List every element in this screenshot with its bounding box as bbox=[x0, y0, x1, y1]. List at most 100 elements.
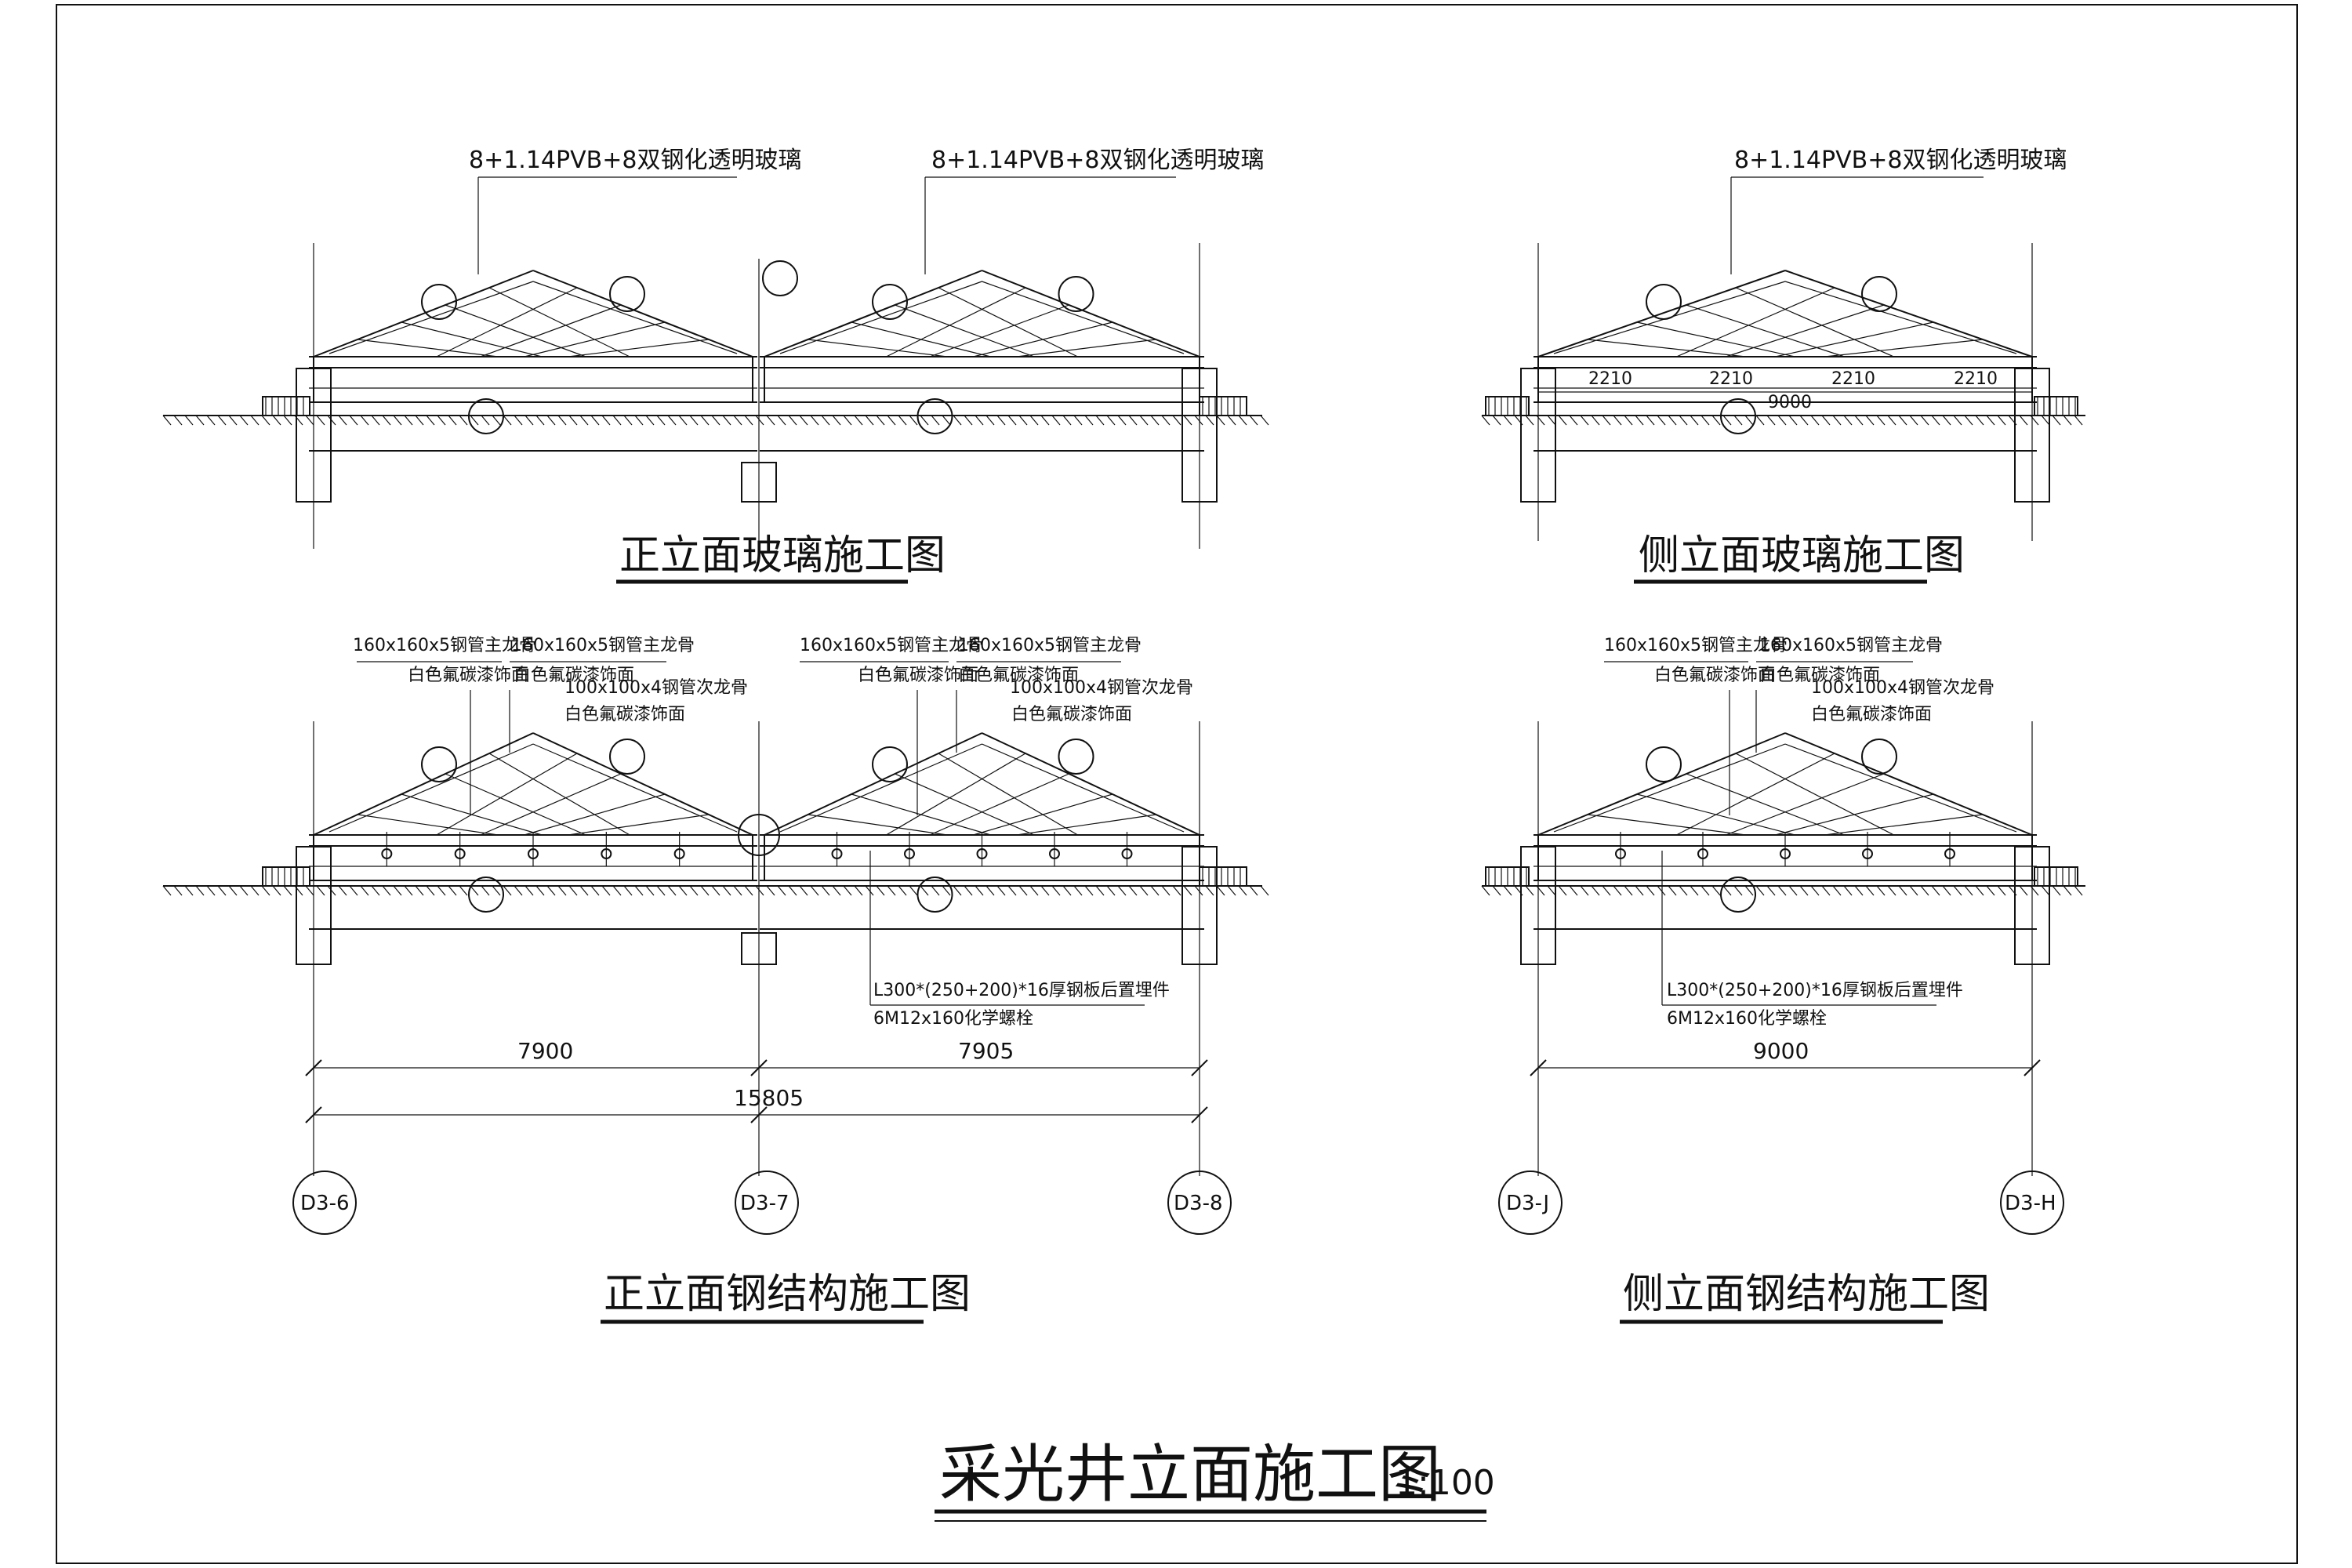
ground-hatch bbox=[503, 885, 512, 896]
ground-hatch bbox=[1887, 885, 1896, 896]
ground-hatch bbox=[557, 415, 567, 426]
ground-hatch bbox=[1051, 885, 1061, 896]
side-steel-note-2: 白色氟碳漆饰面 bbox=[1654, 666, 1775, 685]
ground-hatch bbox=[744, 885, 753, 896]
bracing bbox=[488, 287, 630, 358]
ground-hatch bbox=[1492, 885, 1501, 896]
roof-slope-inner bbox=[328, 743, 534, 833]
ground-hatch bbox=[1975, 415, 1984, 426]
ground-hatch bbox=[1007, 415, 1017, 426]
roof-slope bbox=[313, 732, 534, 836]
ground-hatch bbox=[1646, 415, 1655, 426]
ground-hatch bbox=[1909, 885, 1918, 896]
ground-hatch bbox=[1755, 885, 1765, 896]
ground-hatch bbox=[2052, 415, 2061, 426]
ground-hatch bbox=[524, 885, 534, 896]
bracing bbox=[1726, 773, 1885, 836]
grid-axis-bubble bbox=[1498, 1171, 1563, 1235]
ground-hatch bbox=[1128, 415, 1138, 426]
ground-hatch bbox=[437, 885, 446, 896]
callout-bubble bbox=[468, 877, 504, 913]
ground-hatch bbox=[1591, 885, 1600, 896]
ground-hatch bbox=[217, 885, 227, 896]
ground-hatch bbox=[1117, 885, 1127, 896]
side-steel-note-4: 白色氟碳漆饰面 bbox=[1759, 666, 1880, 685]
dimension-tick bbox=[1191, 1106, 1208, 1123]
ground-hatch bbox=[909, 415, 918, 426]
dimension-tick bbox=[750, 1106, 768, 1123]
bracing bbox=[1735, 287, 1894, 358]
ground-hatch bbox=[1018, 885, 1028, 896]
ground-hatch bbox=[1898, 885, 1907, 896]
ground-hatch bbox=[1084, 885, 1094, 896]
ground-hatch bbox=[338, 885, 347, 896]
ground-hatch bbox=[1613, 885, 1622, 896]
bracing bbox=[808, 339, 948, 358]
side-glass-dim-3: 2210 bbox=[1831, 369, 1875, 389]
ground-hatch bbox=[799, 885, 808, 896]
ground-hatch bbox=[1624, 415, 1633, 426]
ground-hatch bbox=[777, 415, 786, 426]
ground-hatch bbox=[382, 415, 391, 426]
front-glass-label-1: 8+1.14PVB+8双钢化透明玻璃 bbox=[469, 147, 801, 174]
ground-hatch bbox=[678, 885, 688, 896]
side-glass-label: 8+1.14PVB+8双钢化透明玻璃 bbox=[1734, 147, 2067, 174]
bracing bbox=[1587, 814, 1746, 836]
drawing-scale: 1:100 bbox=[1396, 1463, 1495, 1503]
bracing bbox=[1824, 814, 1984, 836]
bracing bbox=[568, 814, 710, 836]
ground-hatch bbox=[898, 415, 907, 426]
ground-hatch bbox=[843, 415, 852, 426]
callout-bubble bbox=[1861, 276, 1897, 312]
ground-hatch bbox=[206, 415, 216, 426]
ground-hatch bbox=[1018, 415, 1028, 426]
ground-hatch bbox=[371, 885, 380, 896]
ground-hatch bbox=[1139, 415, 1149, 426]
ground-hatch bbox=[162, 415, 172, 426]
ground-hatch bbox=[1997, 415, 2006, 426]
ground-hatch bbox=[931, 415, 940, 426]
ground-hatch bbox=[1040, 885, 1050, 896]
ground-hatch bbox=[1898, 415, 1907, 426]
ground-hatch bbox=[612, 415, 622, 426]
ground-hatch bbox=[700, 415, 710, 426]
ground-hatch bbox=[667, 885, 677, 896]
ground-hatch bbox=[1161, 415, 1171, 426]
ground-hatch bbox=[1865, 415, 1875, 426]
ground-hatch bbox=[590, 885, 600, 896]
ground-hatch bbox=[1062, 885, 1072, 896]
bolt-symbol bbox=[1697, 848, 1708, 859]
bolt-symbol bbox=[1121, 848, 1133, 859]
dimension-tick bbox=[305, 1059, 322, 1076]
ground-hatch bbox=[1975, 885, 1984, 896]
ground-hatch bbox=[1997, 885, 2006, 896]
ground-hatch bbox=[272, 415, 281, 426]
ground-hatch bbox=[1690, 885, 1699, 896]
roof-slope-inner bbox=[532, 281, 738, 354]
front-steel-note-l4: 白色氟碳漆饰面 bbox=[514, 666, 634, 685]
bolt-symbol bbox=[601, 848, 612, 859]
ground-hatch bbox=[568, 415, 578, 426]
ground-hatch bbox=[1128, 885, 1138, 896]
ground-hatch bbox=[1953, 415, 1962, 426]
roof-slope-inner bbox=[779, 743, 982, 833]
ground-hatch bbox=[1183, 885, 1192, 896]
front-steel-note-r3: 160x160x5钢管主龙骨 bbox=[958, 636, 1142, 655]
callout-bubble bbox=[916, 877, 953, 913]
ground-hatch bbox=[788, 885, 797, 896]
callout-bubble bbox=[609, 739, 645, 775]
dimension-tick bbox=[1530, 1059, 1547, 1076]
ground-hatch bbox=[283, 415, 292, 426]
ground-hatch bbox=[1810, 415, 1820, 426]
ground-hatch bbox=[1084, 415, 1094, 426]
roof-slope bbox=[982, 732, 1200, 836]
bracing bbox=[895, 304, 1035, 358]
ground-hatch bbox=[821, 415, 830, 426]
ground-hatch bbox=[1547, 885, 1556, 896]
front-steel-dim-1: 7900 bbox=[517, 1038, 573, 1064]
bolt-symbol bbox=[904, 848, 915, 859]
ground-hatch bbox=[470, 885, 479, 896]
bolt-symbol bbox=[976, 848, 988, 859]
ground-hatch bbox=[2063, 885, 2072, 896]
front-steel-note-r1: 160x160x5钢管主龙骨 bbox=[800, 636, 983, 655]
